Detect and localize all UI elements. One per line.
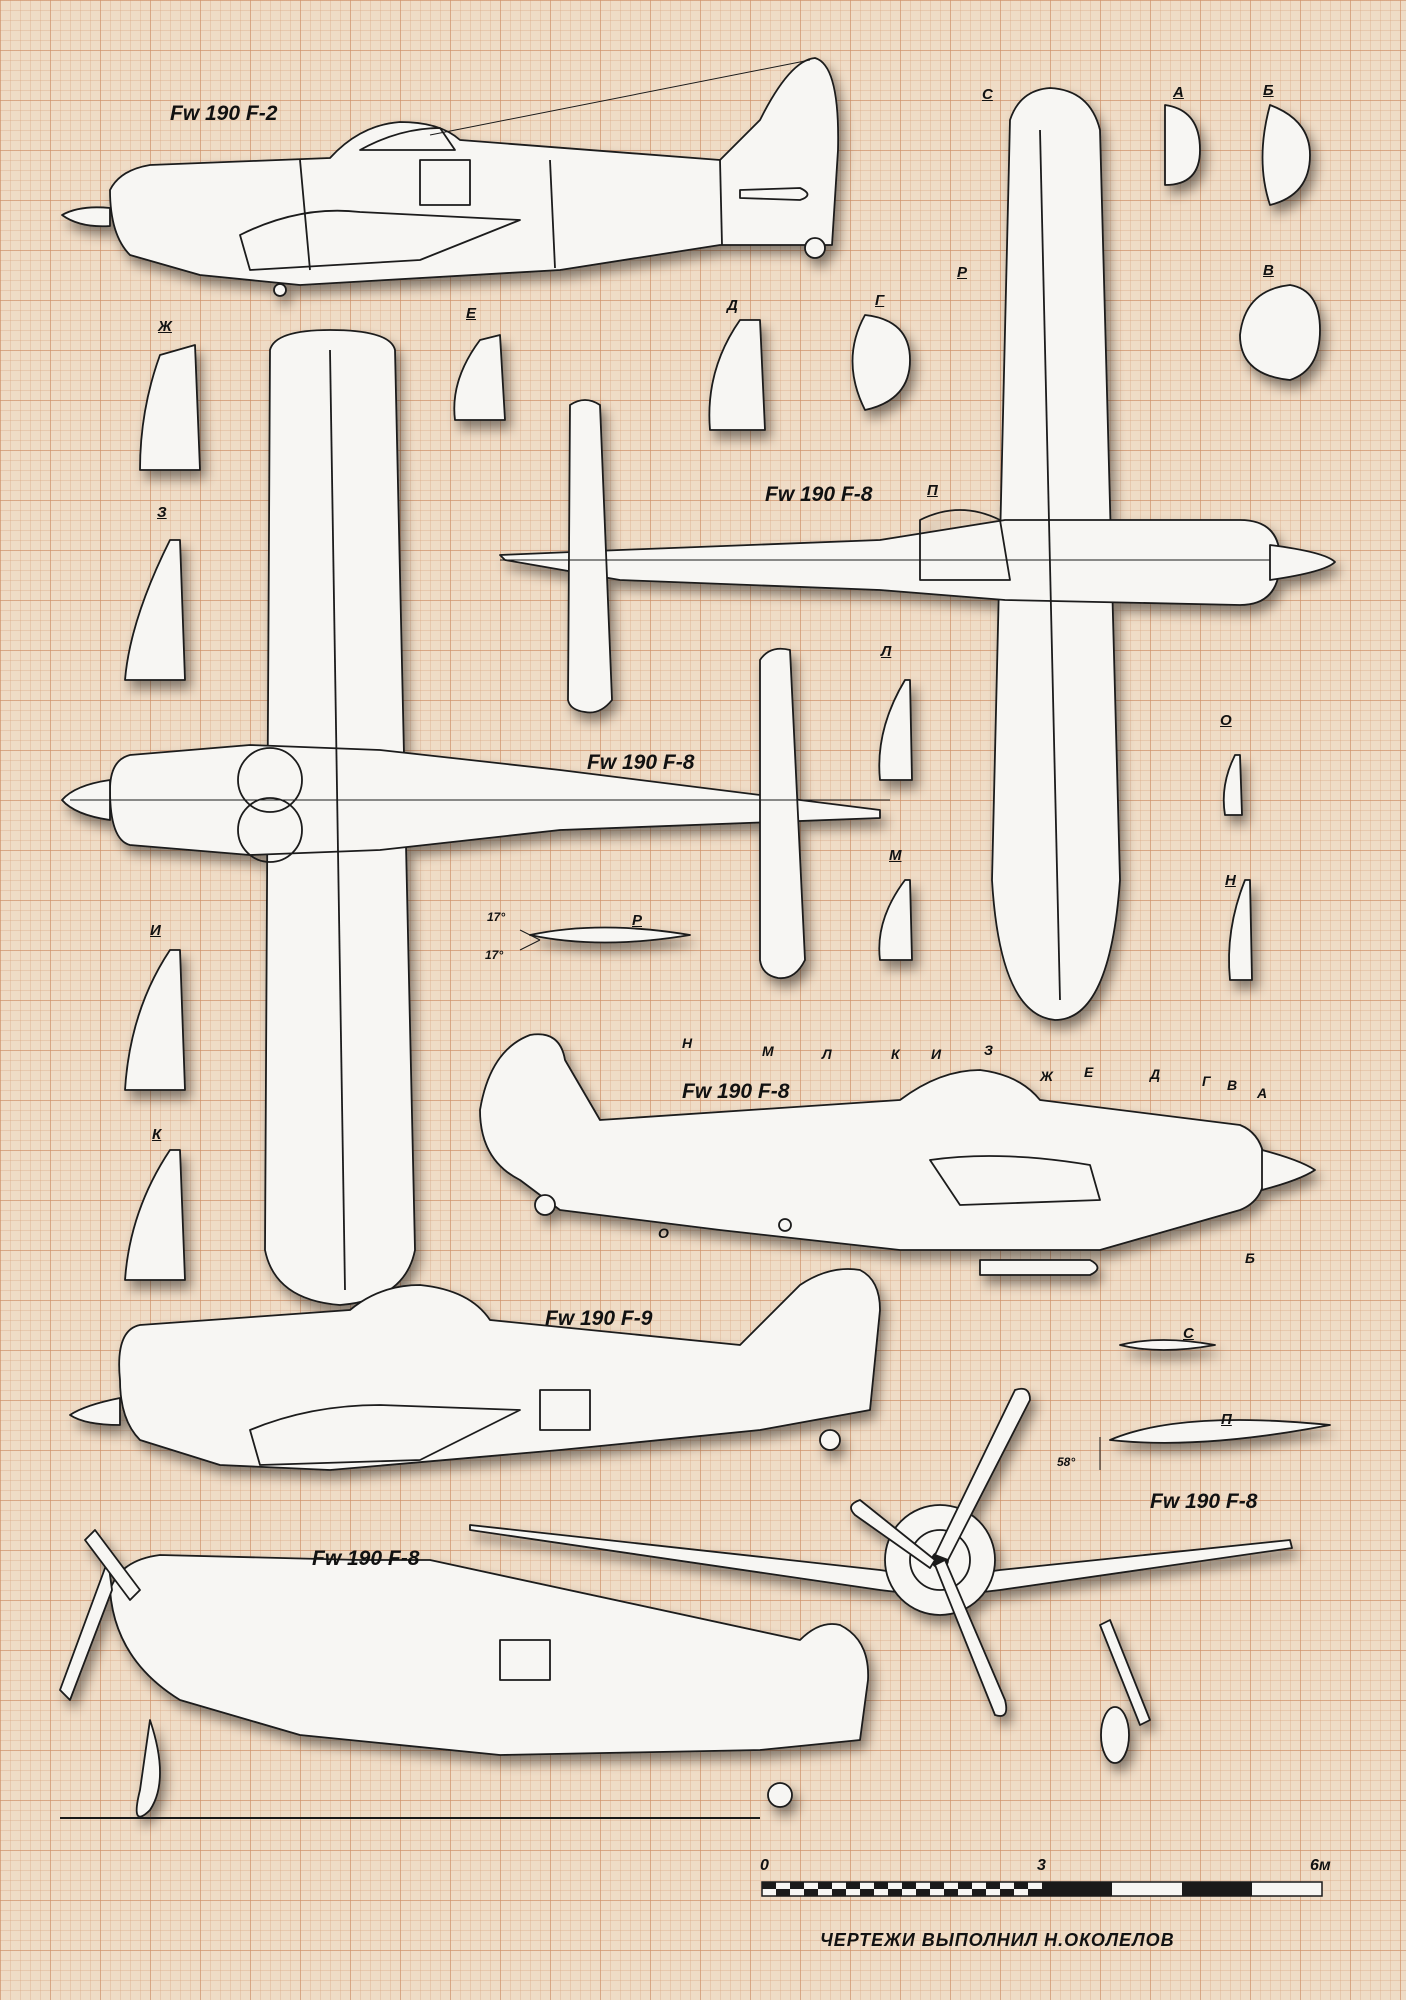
station-mark-v: В	[1227, 1077, 1238, 1093]
station-mark-z: З	[984, 1042, 993, 1058]
section-label-k: К	[152, 1126, 162, 1143]
station-mark-k: К	[891, 1046, 900, 1062]
scale-mid: 3	[1037, 1857, 1046, 1874]
f9-side-view	[69, 1268, 881, 1471]
f8-ground-view	[59, 1529, 869, 1818]
section-label-g: Г	[875, 292, 885, 309]
section-label-m: М	[889, 847, 902, 864]
f8-front-view	[469, 1387, 1293, 1764]
station-mark-n: Н	[682, 1035, 693, 1051]
f8-ground-title: Fw 190 F-8	[312, 1547, 420, 1570]
f8-side-view	[479, 1033, 1316, 1276]
f8-front-title: Fw 190 F-8	[1150, 1490, 1258, 1513]
station-mark-d: Д	[1150, 1066, 1161, 1082]
station-mark-b: Б	[1245, 1250, 1255, 1266]
section-label-z: З	[157, 504, 167, 521]
section-label-n: Н	[1225, 872, 1236, 889]
wing-section-s: С	[982, 86, 993, 103]
section-label-i: И	[150, 922, 161, 939]
antenna-wire-f2	[429, 59, 811, 136]
station-mark-zh: Ж	[1040, 1068, 1053, 1084]
station-mark-g: Г	[1202, 1073, 1211, 1089]
station-mark-m: М	[762, 1043, 774, 1059]
section-label-e: Е	[466, 305, 477, 322]
station-mark-l: Л	[822, 1046, 832, 1062]
section-label-s: С	[1183, 1325, 1194, 1342]
section-label-r: Р	[632, 912, 643, 929]
cross-sections	[124, 104, 1331, 1444]
f8-side-title: Fw 190 F-8	[682, 1080, 790, 1103]
station-mark-i: И	[931, 1046, 942, 1062]
section-label-v: В	[1263, 262, 1274, 279]
f8-plan-view-top	[499, 87, 1336, 1021]
station-mark-o: О	[658, 1225, 669, 1241]
f8-plan-top-title: Fw 190 F-8	[765, 483, 873, 506]
rudder-angle-down: 17°	[485, 948, 504, 962]
rudder-angle-up: 17°	[487, 910, 506, 924]
wing-section-r: Р	[957, 264, 968, 281]
section-label-a: А	[1173, 84, 1184, 101]
drawing-credit: ЧЕРТЕЖИ ВЫПОЛНИЛ Н.ОКОЛЕЛОВ	[820, 1930, 1175, 1950]
section-label-d: Д	[727, 297, 738, 314]
scale-start: 0	[760, 1857, 769, 1874]
gear-angle: 58°	[1057, 1455, 1076, 1469]
scale-end: 6м	[1310, 1857, 1331, 1874]
section-label-zh: Ж	[158, 318, 172, 335]
section-label-o: О	[1220, 712, 1232, 729]
section-label-p: П	[1221, 1411, 1232, 1428]
f2-side-view	[61, 57, 840, 297]
station-mark-e: Е	[1084, 1064, 1094, 1080]
f2-side-title: Fw 190 F-2	[170, 102, 278, 125]
section-label-b: Б	[1263, 82, 1274, 99]
section-label-l: Л	[881, 643, 892, 660]
station-mark-a: А	[1257, 1085, 1268, 1101]
f8-plan-left-title: Fw 190 F-8	[587, 751, 695, 774]
scale-bar	[761, 1881, 1323, 1897]
f9-side-title: Fw 190 F-9	[545, 1307, 653, 1330]
wing-section-p: П	[927, 482, 938, 499]
